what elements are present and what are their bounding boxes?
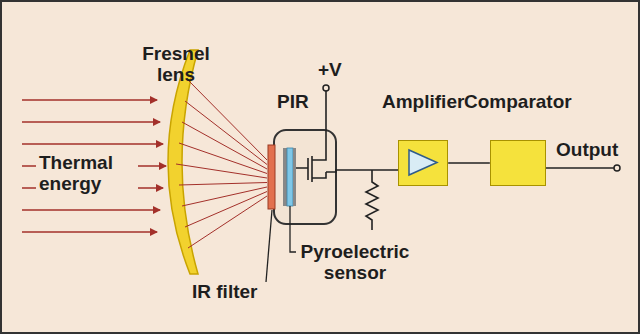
thermal-ray [22, 143, 163, 145]
ir-filter [268, 145, 275, 209]
focused-ray [188, 196, 267, 248]
leader-line [266, 210, 272, 282]
focused-ray [179, 183, 267, 186]
focused-ray [185, 101, 267, 165]
part-label: PIR [277, 92, 309, 113]
thermal-rays [22, 100, 166, 232]
focused-ray [185, 192, 267, 228]
part-label: IR filter [192, 282, 257, 303]
focused-ray [176, 164, 267, 178]
part-label: Fresnel lens [128, 44, 224, 86]
thermal-ray [22, 209, 160, 211]
amplifier-symbol [399, 141, 446, 184]
thermal-ray [22, 121, 160, 123]
leader-line [290, 206, 296, 252]
part-label: +V [318, 60, 342, 81]
block-box [398, 140, 448, 186]
part-label: Pyroelectric sensor [290, 242, 420, 284]
supply-terminal [323, 85, 329, 91]
process-box: Comparator [464, 92, 572, 186]
block-box [490, 140, 546, 186]
resistor-symbol [366, 170, 378, 230]
thermal-ray [22, 231, 157, 233]
output-wire [546, 167, 614, 169]
focused-ray [179, 143, 267, 174]
pyroelectric-sensor [287, 148, 293, 206]
sensor-plate [293, 148, 296, 206]
sensor-plate [283, 148, 287, 206]
thermal-ray [22, 99, 157, 101]
block-title: Comparator [464, 92, 572, 113]
focused-rays [176, 80, 267, 248]
process-box: Amplifier [382, 92, 464, 186]
part-label: Output [556, 140, 618, 161]
part-label: Thermal energy [36, 152, 138, 196]
block-title: Amplifier [382, 92, 464, 113]
focused-ray [188, 80, 267, 160]
output-terminal [614, 165, 620, 171]
focused-ray [182, 122, 267, 169]
signal-wire [448, 162, 490, 164]
